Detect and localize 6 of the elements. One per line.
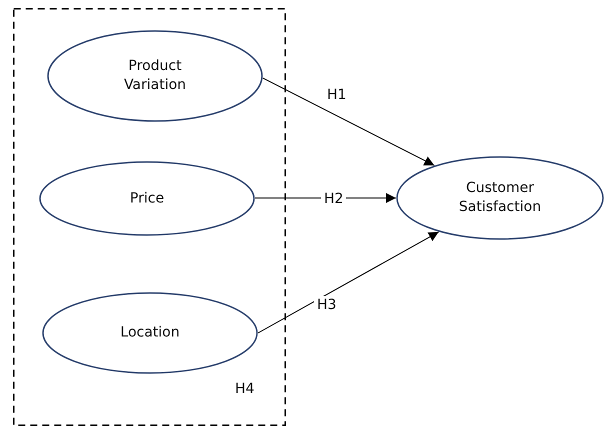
construct-label: Price bbox=[130, 189, 164, 208]
arrow bbox=[262, 78, 435, 166]
construct-label: Location bbox=[120, 324, 180, 342]
arrow bbox=[258, 231, 440, 334]
construct-label: Product Variation bbox=[122, 57, 188, 95]
construct-label: Customer Satisfaction bbox=[458, 179, 542, 217]
